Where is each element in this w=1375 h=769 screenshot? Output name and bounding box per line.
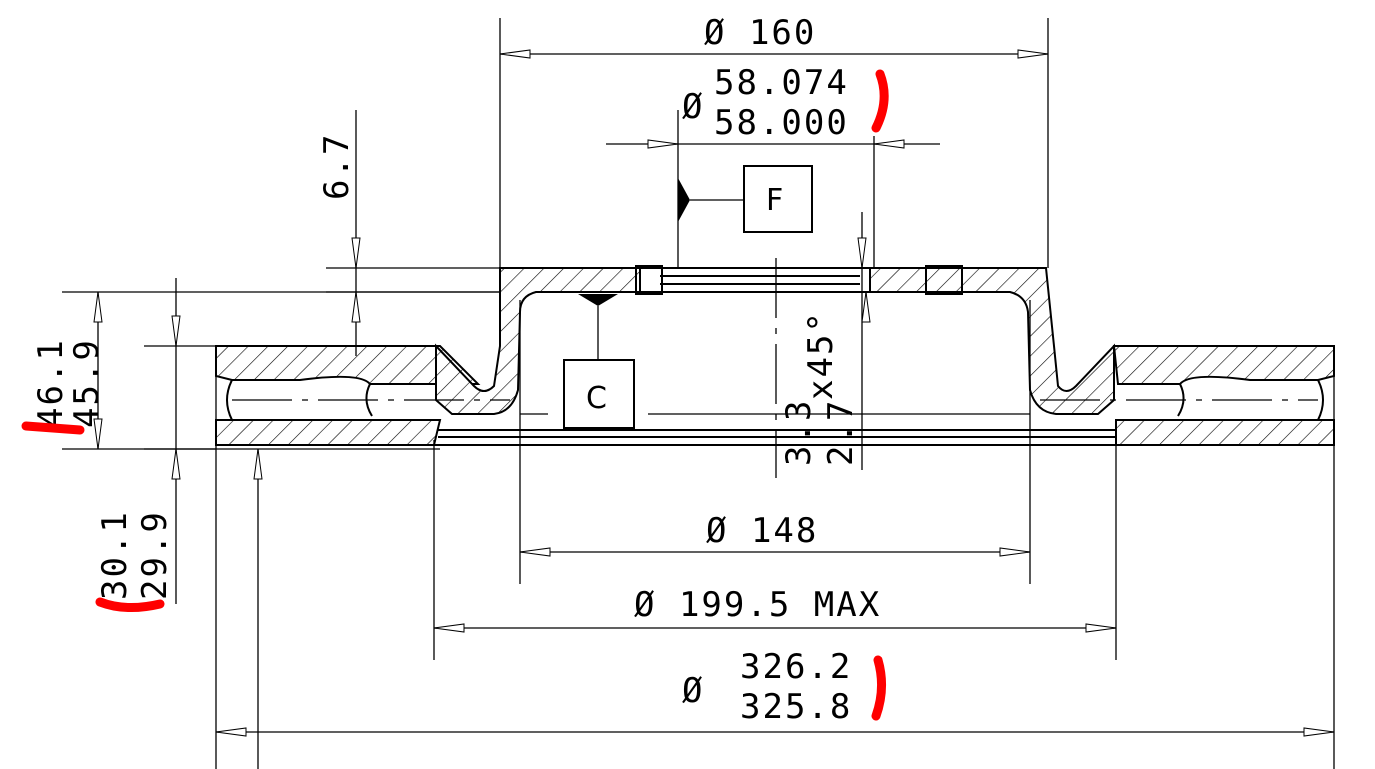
left-upper-ring	[215, 345, 481, 385]
dim-hub-symbol: Ø	[682, 87, 704, 127]
left-lower-ring	[215, 419, 442, 446]
red-mark-hub	[871, 69, 889, 133]
disc-section	[215, 258, 1335, 478]
dim-thickness-upper: 30.1	[95, 510, 135, 600]
dim-dia-148: Ø 148	[706, 511, 818, 551]
right-upper-ring	[1112, 345, 1335, 385]
stud-hole-right	[925, 265, 963, 295]
dim-thickness-lower: 29.9	[135, 510, 175, 600]
left-hat-wall	[435, 267, 641, 415]
red-mark-height	[21, 421, 85, 435]
stud-hole-left	[635, 265, 663, 295]
dim-chamfer-lower: 2.7	[821, 399, 861, 466]
right-lower-ring	[1115, 419, 1335, 446]
dimension-geometry	[62, 18, 1335, 769]
dimension-text: Ø 160 Ø 58.074 58.000 6.7 F C 3.3 2.7 x4…	[31, 13, 881, 727]
right-hat-wall	[869, 267, 1115, 415]
datum-f-label: F	[766, 183, 783, 218]
dim-height-upper: 46.1	[31, 338, 71, 428]
dim-hub-upper: 58.074	[714, 63, 849, 103]
dim-dia-160: Ø 160	[704, 13, 816, 53]
dim-thickness-6-7: 6.7	[317, 133, 357, 200]
dim-outer-symbol: Ø	[682, 671, 704, 711]
dim-chamfer-upper: 3.3	[779, 399, 819, 466]
dim-outer-lower: 325.8	[740, 687, 852, 727]
datum-c-label: C	[586, 381, 607, 416]
bottom-plate	[434, 429, 1116, 446]
dim-chamfer-angle: x45°	[801, 310, 841, 400]
dim-height-lower: 45.9	[67, 338, 107, 428]
dim-outer-upper: 326.2	[740, 647, 852, 687]
hub-flange	[640, 267, 870, 293]
red-marks	[21, 69, 889, 721]
dim-dia-199: Ø 199.5 MAX	[634, 585, 881, 625]
red-mark-outer	[871, 655, 886, 721]
dim-hub-lower: 58.000	[714, 103, 849, 143]
red-mark-thickness	[95, 597, 165, 612]
